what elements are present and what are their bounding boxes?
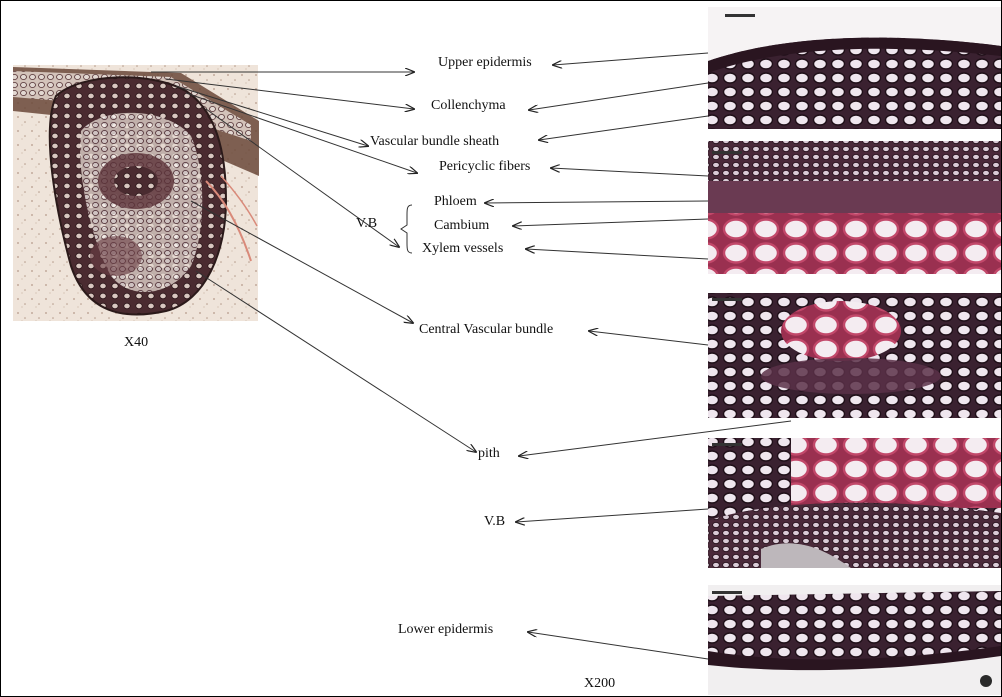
label-xylem-vessels: Xylem vessels: [422, 241, 503, 257]
magnification-left: X40: [124, 335, 148, 351]
label-cambium: Cambium: [434, 218, 489, 234]
label-upper-epidermis: Upper epidermis: [438, 55, 532, 71]
label-vascular-bundle-sheath: Vascular bundle sheath: [370, 134, 499, 150]
label-vb: V.B: [484, 514, 505, 530]
magnification-right: X200: [584, 676, 615, 692]
label-lower-epidermis: Lower epidermis: [398, 622, 493, 638]
label-vb-group: V.B: [356, 216, 377, 232]
label-collenchyma: Collenchyma: [431, 98, 506, 114]
label-pericyclic-fibers: Pericyclic fibers: [439, 159, 530, 175]
label-phloem: Phloem: [434, 194, 477, 210]
label-pith: pith: [478, 446, 500, 462]
label-central-vascular-bundle: Central Vascular bundle: [419, 322, 553, 338]
